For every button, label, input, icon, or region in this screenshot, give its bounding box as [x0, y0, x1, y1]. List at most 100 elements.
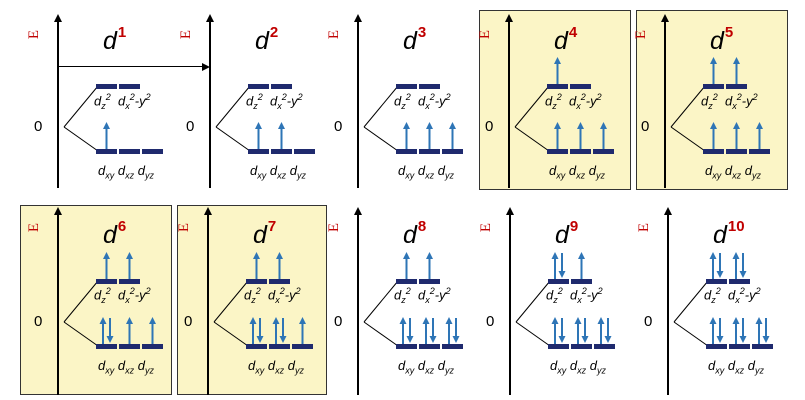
t2g-label-d: d: [437, 358, 445, 373]
t2g-label-subscript: yz: [595, 170, 605, 181]
t2g-label-d: d: [437, 163, 445, 178]
panel-highlight-box: [177, 205, 327, 395]
electron-up-arrow: [733, 122, 740, 149]
eg-label-part: 2: [445, 286, 451, 296]
electron-up-arrow: [299, 317, 306, 344]
eg-orbital-labels: dz2 dx2-y2: [94, 286, 151, 305]
t2g-orbital-level: [570, 149, 591, 154]
eg-label-part: -y: [434, 287, 446, 303]
eg-label-part: -y: [586, 287, 598, 303]
eg-orbital-labels: dz2 dx2-y2: [394, 286, 451, 305]
t2g-label-d: d: [724, 163, 733, 178]
splitting-lines: [515, 280, 551, 347]
t2g-label-subscript: xz: [735, 365, 745, 376]
eg-orbital-level: [419, 279, 440, 284]
eg-label-part: 2: [295, 286, 301, 296]
eg-label-part: 2: [297, 92, 303, 102]
energy-axis: [508, 20, 510, 188]
config-title-exponent: 4: [568, 24, 578, 41]
electron-down-arrow: [279, 318, 287, 343]
config-title: d1: [103, 24, 126, 56]
eg-label-part: x: [425, 294, 430, 305]
eg-orbital-labels: dz2 dx2-y2: [246, 92, 303, 111]
eg-electron-pair: [253, 252, 260, 279]
electron-up-arrow: [554, 122, 561, 149]
config-title-exponent: 5: [724, 24, 734, 41]
t2g-label-d: d: [744, 163, 752, 178]
electron-down-arrow: [739, 318, 747, 343]
eg-label-part: 2: [145, 92, 151, 102]
t2g-orbital-labels: dxy dxz dyz: [708, 358, 764, 376]
eg-label-part: 2: [145, 286, 151, 296]
eg-electron-pair: [276, 252, 283, 279]
eg-orbital-labels: dz2 dx2-y2: [545, 92, 602, 111]
t2g-label-d: d: [708, 358, 716, 373]
eg-label-part: z: [101, 294, 106, 305]
eg-label-part: -y: [286, 93, 298, 109]
t2g-electron-pair: [709, 317, 724, 344]
eg-label-part: 2: [755, 286, 761, 296]
eg-label-part: 2: [715, 286, 721, 296]
splitting-lines: [514, 85, 550, 152]
t2g-electron-pair: [403, 122, 410, 149]
axis-arrowhead-icon: [206, 14, 214, 22]
eg-label-part: -y: [744, 287, 756, 303]
eg-label-part: x: [277, 100, 282, 111]
t2g-electron-pair: [551, 317, 566, 344]
t2g-orbital-level: [593, 149, 614, 154]
axis-arrowhead-icon: [354, 14, 362, 22]
eg-label-part: 2: [257, 92, 263, 102]
t2g-label-d: d: [98, 163, 106, 178]
energy-label: E: [326, 29, 343, 40]
eg-orbital-level: [248, 84, 269, 89]
t2g-label-subscript: xy: [712, 170, 722, 181]
eg-label-part: d: [244, 287, 252, 303]
t2g-orbital-labels: dxy dxz dyz: [398, 163, 454, 181]
eg-label-part: z: [401, 100, 406, 111]
eg-label-part: d: [546, 287, 554, 303]
eg-label-part: d: [117, 287, 126, 303]
t2g-label-d: d: [98, 358, 106, 373]
splitting-lines: [363, 280, 399, 347]
electron-up-arrow: [551, 317, 559, 344]
electron-down-arrow: [429, 318, 437, 343]
label-spacer: [111, 287, 118, 302]
t2g-electron-pair: [255, 122, 262, 149]
energy-axis: [509, 213, 511, 395]
eg-label-part: d: [545, 93, 553, 109]
config-title-base: d: [255, 27, 269, 55]
config-title: d3: [403, 24, 426, 56]
eg-label-part: d: [94, 287, 102, 303]
splitting-lines: [670, 85, 706, 152]
t2g-label-subscript: yz: [754, 365, 764, 376]
t2g-orbital-level: [442, 149, 463, 154]
config-title-exponent: 7: [267, 218, 277, 235]
t2g-orbital-level: [269, 344, 290, 349]
zero-label: 0: [644, 313, 653, 330]
t2g-orbital-level: [703, 149, 724, 154]
electron-up-arrow: [709, 252, 717, 279]
eg-orbital-level: [548, 279, 569, 284]
electron-down-arrow: [406, 318, 414, 343]
eg-label-part: z: [553, 294, 558, 305]
t2g-orbital-labels: dxy dxz dyz: [248, 358, 304, 376]
electron-up-arrow: [551, 252, 559, 279]
eg-label-part: d: [267, 287, 276, 303]
config-title: d6: [103, 218, 126, 250]
eg-orbital-level: [269, 279, 290, 284]
eg-label-part: d: [246, 93, 254, 109]
eg-label-part: d: [394, 287, 402, 303]
eg-label-part: x: [577, 294, 582, 305]
t2g-label-subscript: xz: [275, 365, 285, 376]
energy-axis: [667, 213, 669, 395]
zero-label: 0: [334, 118, 343, 135]
eg-orbital-level: [706, 279, 727, 284]
energy-label: E: [26, 29, 43, 40]
t2g-orbital-level: [248, 149, 269, 154]
electron-up-arrow: [399, 317, 407, 344]
axis-arrowhead-icon: [354, 207, 362, 215]
t2g-orbital-level: [594, 344, 615, 349]
t2g-label-subscript: xy: [405, 170, 415, 181]
electron-down-arrow: [581, 318, 589, 343]
t2g-orbital-labels: dxy dxz dyz: [98, 163, 154, 181]
